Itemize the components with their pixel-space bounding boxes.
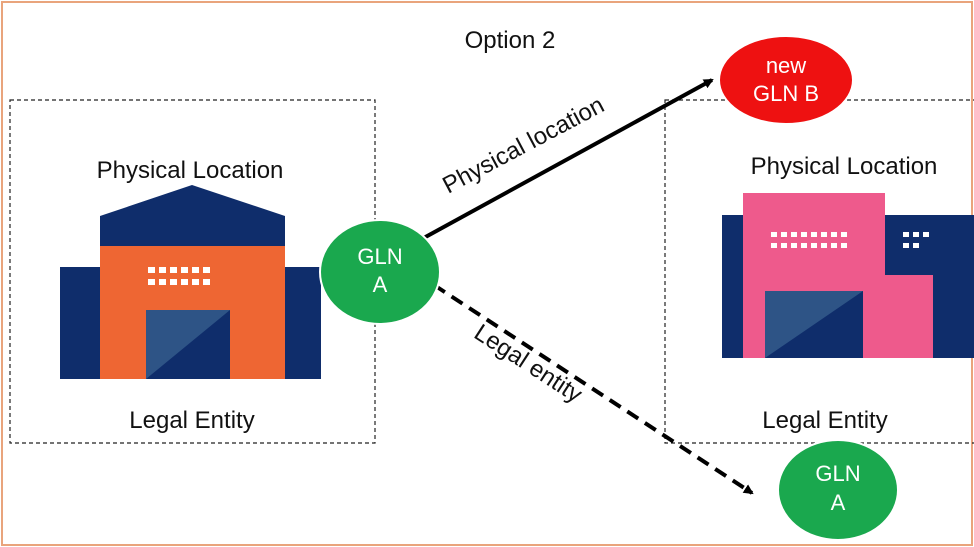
right-legal-entity-label: Legal Entity <box>762 407 887 434</box>
diagram-title: Option 2 <box>465 27 556 54</box>
gln-a-target-line2: A <box>831 490 846 515</box>
gln-a-source-line1: GLN <box>357 244 402 269</box>
left-legal-entity-label: Legal Entity <box>129 407 254 434</box>
gln-b-new-line1: new <box>766 53 806 78</box>
right-physical-location-label: Physical Location <box>751 153 938 180</box>
legal-entity-arrow <box>432 283 754 495</box>
office-building-icon <box>722 193 974 358</box>
gln-b-new-node: new GLN B <box>718 35 854 125</box>
physical-location-arrow <box>419 78 714 242</box>
gln-a-target-line1: GLN <box>815 461 860 486</box>
gln-a-source-node: GLN A <box>319 219 441 325</box>
left-location-box <box>9 99 376 444</box>
gln-a-target-node: GLN A <box>777 439 899 541</box>
gln-b-new-line2: GLN B <box>753 81 819 106</box>
left-physical-location-label: Physical Location <box>97 157 284 184</box>
gln-a-source-line2: A <box>373 272 388 297</box>
warehouse-building-icon <box>60 185 321 379</box>
